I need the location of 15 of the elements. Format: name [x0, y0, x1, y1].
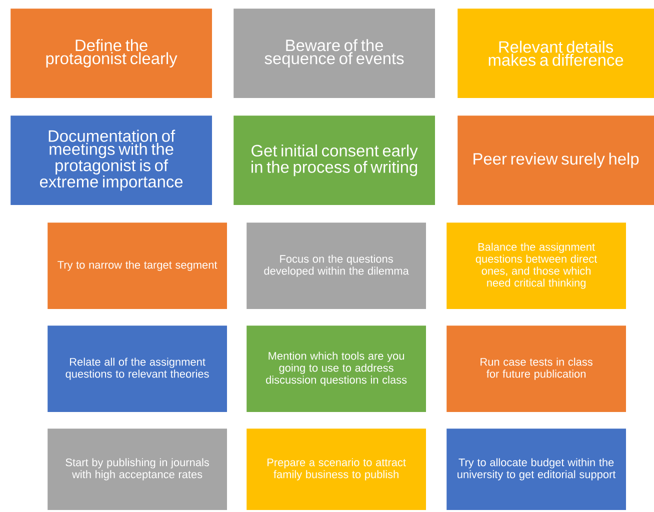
note-box: Get initial consent early in the process of writing [233, 115, 436, 206]
note-box: Peer review surely help [457, 115, 654, 206]
note-box: Focus on the questions developed within the dilemma [246, 222, 427, 310]
note-box: Run case tests in class for future publication [446, 325, 627, 413]
note-box: Define the protagonist clearly [10, 8, 213, 99]
note-box: Balance the assignment questions between direct ones, and those which need critical thinking [446, 222, 627, 310]
note-box: Prepare a scenario to attract family business to publish [246, 428, 427, 511]
note-box: Start by publishing in journals with high acceptance rates [47, 428, 228, 511]
note-box: Beware of the sequence of events [233, 8, 436, 99]
note-box: Try to narrow the target segment [47, 222, 228, 310]
note-box: Try to allocate budget within the university to get editorial support [446, 428, 627, 511]
note-box: Relate all of the assignment questions to relevant theories [47, 325, 228, 413]
note-box: Relevant details makes a difference [457, 8, 654, 99]
note-box: Documentation of meetings with the protagonist is of extreme importance [10, 115, 213, 206]
note-box: Mention which tools are you going to use to address discussion questions in class [246, 325, 427, 413]
